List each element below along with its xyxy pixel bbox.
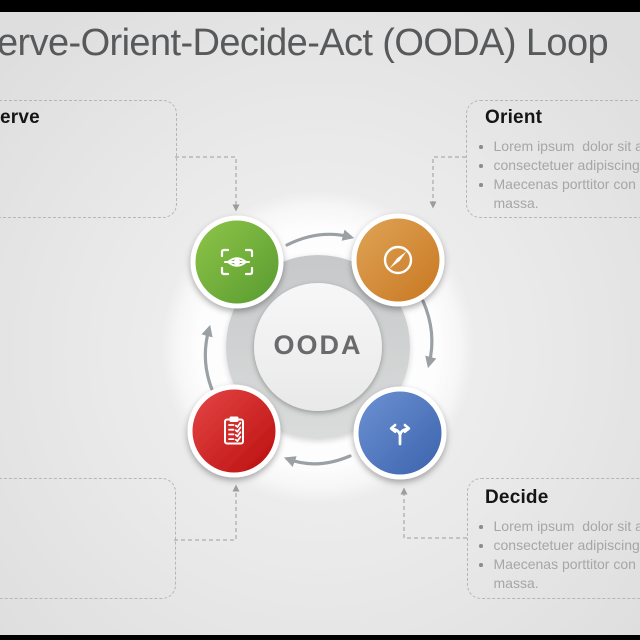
bullet-item: Maecenas porttitor con	[478, 555, 640, 574]
decide-node	[353, 386, 447, 480]
bullet-dot-icon	[479, 164, 483, 168]
bullet-text: Lorem ipsum dolor sit am	[493, 138, 640, 154]
bullet-text: Lorem ipsum dolor sit am	[493, 518, 640, 534]
observe-heading: erve	[0, 107, 40, 128]
decide-connector-line	[400, 487, 467, 539]
bullet-dot-icon	[479, 145, 483, 149]
ooda-center-label: OODA	[273, 330, 363, 360]
fork-arrows-icon	[389, 423, 411, 446]
orient-heading: Orient	[485, 107, 543, 128]
bullet-item: Maecenas porttitor con	[478, 175, 640, 194]
bullet-item: massa.	[478, 194, 640, 213]
bottom-letterbox-bar	[0, 635, 640, 640]
orient-node	[351, 213, 445, 307]
bullet-item: consectetuer adipiscing	[478, 536, 640, 555]
decide-callout-box	[467, 478, 640, 599]
orient-body: Lorem ipsum dolor sit am consectetuer ad…	[478, 137, 640, 213]
clipboard-checklist-icon	[224, 416, 244, 445]
orient-callout-box	[466, 100, 640, 218]
act-callout-box	[0, 478, 176, 599]
decide-heading: Decide	[485, 487, 549, 508]
bullet-text: consectetuer adipiscing	[493, 537, 640, 553]
bullet-text: Maecenas porttitor con	[493, 176, 636, 192]
bullet-dot-icon	[479, 563, 483, 567]
eye-scan-icon	[220, 248, 254, 276]
bullet-item: Lorem ipsum dolor sit am	[478, 137, 640, 156]
observe-connector-line	[175, 156, 240, 212]
observe-callout: erve	[0, 107, 185, 137]
bullet-text: consectetuer adipiscing	[493, 157, 640, 173]
arrow-observe-to-orient	[285, 229, 355, 247]
bullet-text: massa.	[493, 575, 539, 591]
arrow-orient-to-decide	[421, 299, 437, 369]
bullet-dot-icon	[479, 525, 483, 529]
bullet-item: consectetuer adipiscing	[478, 156, 640, 175]
top-letterbox-bar	[0, 0, 640, 12]
observe-callout-box	[0, 100, 177, 218]
bullet-text: massa.	[493, 195, 539, 211]
slide-title: erve-Orient-Decide-Act (OODA) Loop	[0, 22, 609, 64]
act-connector-line	[174, 484, 240, 541]
orient-connector-line	[429, 156, 466, 209]
decide-body: Lorem ipsum dolor sit am consectetuer ad…	[478, 517, 640, 593]
loop-inner-disc	[254, 283, 382, 411]
decide-callout: Decide Lorem ipsum dolor sit am consecte…	[478, 487, 640, 593]
bullet-text: Maecenas porttitor con	[493, 556, 636, 572]
orient-callout: Orient Lorem ipsum dolor sit am consecte…	[478, 107, 640, 213]
bullet-item: massa.	[478, 574, 640, 593]
bullet-dot-icon	[479, 183, 483, 187]
act-node	[187, 384, 281, 478]
bullet-item: Lorem ipsum dolor sit am	[478, 517, 640, 536]
bullet-dot-icon	[479, 544, 483, 548]
arrow-act-to-observe	[201, 324, 215, 394]
compass-icon	[383, 245, 413, 275]
observe-node	[190, 215, 284, 309]
arrow-decide-to-act	[283, 454, 352, 467]
